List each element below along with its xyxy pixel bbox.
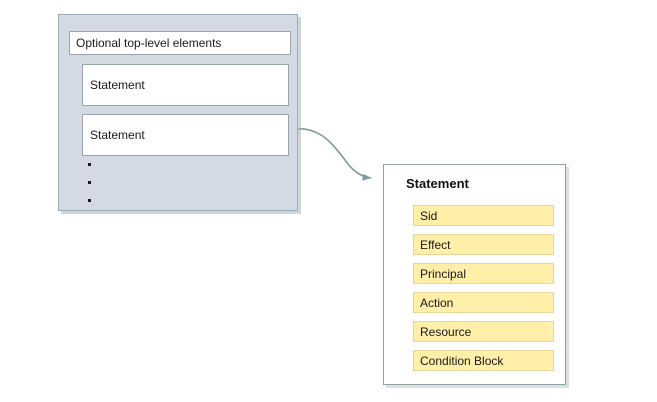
statement-box-1: Statement [82, 64, 289, 106]
statement-field-action: Action [413, 292, 554, 313]
statement-detail-title: Statement [406, 176, 469, 191]
statement-field-effect: Effect [413, 234, 554, 255]
statement-box-1-label: Statement [90, 78, 145, 92]
statement-field-resource: Resource [413, 321, 554, 342]
continuation-dot-3 [88, 199, 91, 202]
policy-panel: Optional top-level elements Statement St… [58, 14, 298, 211]
statement-field-sid: Sid [413, 205, 554, 226]
statement-field-condition-block: Condition Block [413, 350, 554, 371]
continuation-dot-1 [88, 163, 91, 166]
continuation-dot-2 [88, 181, 91, 184]
statement-field-list: Sid Effect Principal Action Resource Con… [413, 205, 554, 371]
statement-expansion-arrow [288, 127, 372, 181]
statement-field-principal-label: Principal [420, 266, 467, 281]
statement-field-sid-label: Sid [420, 208, 438, 223]
statement-field-condition-block-label: Condition Block [420, 353, 504, 368]
top-level-elements-label: Optional top-level elements [76, 36, 222, 50]
statement-field-action-label: Action [420, 295, 454, 310]
continuation-dots [88, 163, 108, 217]
statement-field-effect-label: Effect [420, 237, 451, 252]
statement-box-2-label: Statement [90, 128, 145, 142]
statement-detail-panel: Statement Sid Effect Principal Action Re… [383, 164, 566, 385]
statement-field-principal: Principal [413, 263, 554, 284]
top-level-elements-box: Optional top-level elements [69, 31, 291, 55]
statement-box-2: Statement [82, 114, 289, 156]
statement-field-resource-label: Resource [420, 324, 472, 339]
